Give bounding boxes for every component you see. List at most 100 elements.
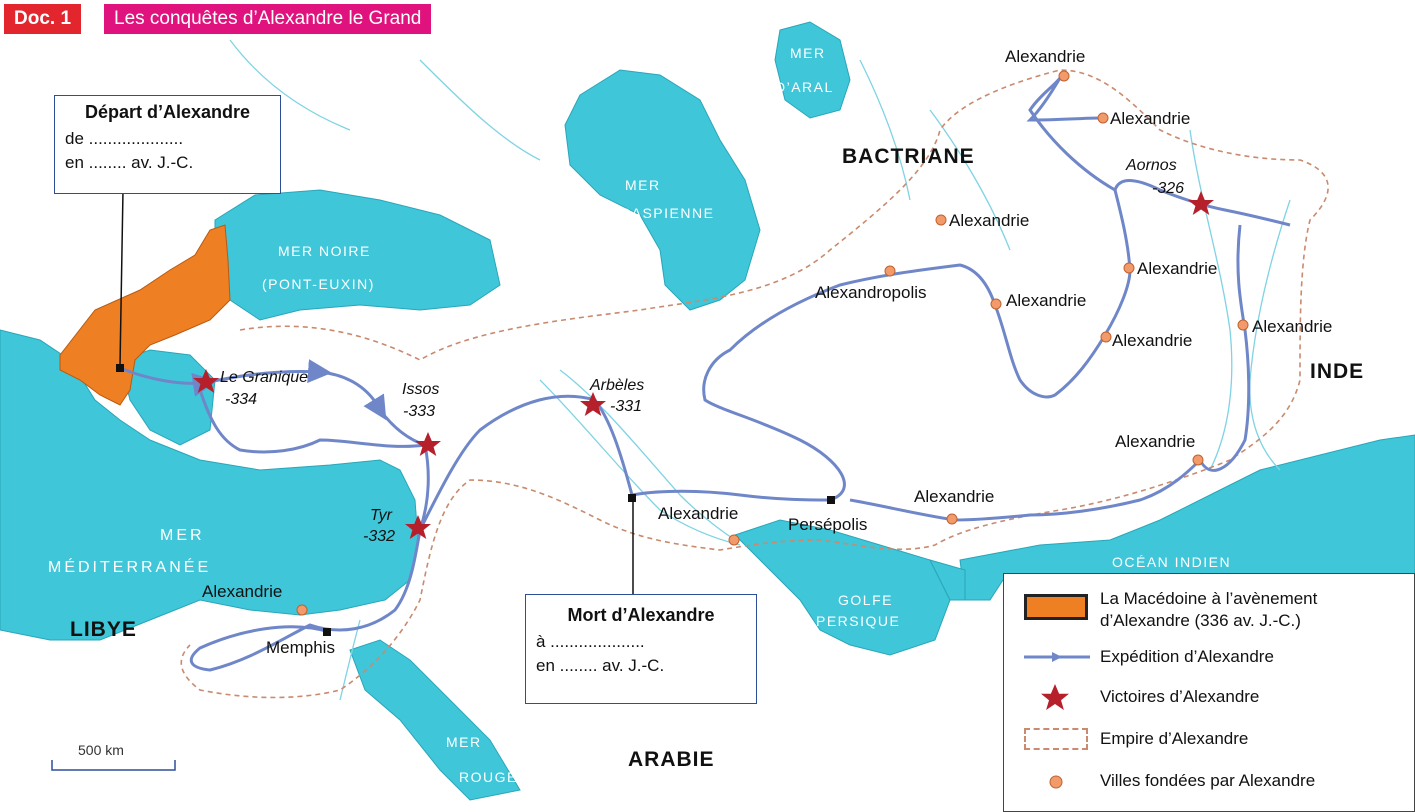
city-marker: [1237, 319, 1249, 331]
city-label-persepolis: Persépolis: [788, 515, 867, 534]
legend-victories: Victoires d’Alexandre: [1100, 687, 1260, 706]
red-sea-label-1: MER: [446, 734, 482, 750]
departure-year-field[interactable]: en ........ av. J.-C.: [65, 153, 194, 172]
departure-box: Départ d’Alexandre de ..................…: [54, 95, 281, 194]
victory-star: [193, 369, 219, 393]
aegean-sea: [119, 349, 216, 446]
persepolis-marker: [827, 496, 835, 504]
city-label: Alexandrie: [658, 504, 738, 523]
expedition-route: [119, 77, 1291, 672]
death-box: Mort d’Alexandre à .................... …: [525, 594, 757, 704]
city-markers: [296, 70, 1249, 616]
black-sea-label-2: (PONT-EUXIN): [262, 276, 375, 292]
red-sea: [349, 639, 521, 801]
battle-year-issos: -333: [403, 403, 435, 420]
macedonia-swatch: [1024, 594, 1088, 620]
battle-label-aornos: Aornos: [1125, 157, 1177, 174]
med-label-2: MÉDITERRANÉE: [48, 557, 211, 576]
battle-year-granique: -334: [225, 391, 257, 408]
victory-star: [415, 432, 441, 456]
memphis-marker: [323, 628, 331, 636]
battle-year-tyr: -332: [363, 528, 395, 545]
death-year-field[interactable]: en ........ av. J.-C.: [536, 656, 665, 675]
scale-label: 500 km: [78, 742, 124, 758]
city-marker: [935, 214, 947, 226]
city-label: Alexandrie: [1115, 432, 1195, 451]
doc-title: Les conquêtes d’Alexandre le Grand: [104, 4, 432, 34]
battle-year-aornos: -326: [1152, 180, 1184, 197]
city-label: Alexandrie: [1252, 317, 1332, 336]
city-label-alexandropolis: Alexandropolis: [815, 283, 927, 302]
macedonia-area: [59, 224, 231, 406]
region-libye: LIBYE: [70, 618, 137, 641]
ocean-label: OCÉAN INDIEN: [1112, 554, 1231, 570]
city-marker: [296, 604, 308, 616]
gulf-label-1: GOLFE: [838, 592, 893, 608]
rivers: [229, 39, 1291, 701]
place-squares: [116, 364, 835, 636]
battle-label-arbeles: Arbèles: [589, 377, 644, 394]
city-labels: Alexandrie Alexandrie Alexandrie Alexand…: [202, 47, 1332, 657]
region-bactriane: BACTRIANE: [842, 145, 975, 168]
battle-labels: Le Granique -334 Issos -333 Tyr -332 Arb…: [220, 157, 1184, 545]
route-swatch: [1024, 652, 1090, 662]
legend-expedition: Expédition d’Alexandre: [1100, 647, 1274, 666]
victory-star-icon: [1041, 684, 1069, 710]
city-label-memphis: Memphis: [266, 638, 335, 657]
black-sea-label-1: MER NOIRE: [278, 243, 371, 259]
doc-badge: Doc. 1: [4, 4, 82, 34]
departure-marker: [116, 364, 124, 372]
city-marker: [1100, 331, 1112, 343]
city-label: Alexandrie: [1112, 331, 1192, 350]
city-label: Alexandrie: [914, 487, 994, 506]
legend-macedonia-2: d’Alexandre (336 av. J.-C.): [1100, 611, 1301, 630]
aral-label-1: MER: [790, 45, 826, 61]
death-marker: [628, 494, 636, 502]
victory-star: [1188, 191, 1214, 215]
legend-cities: Villes fondées par Alexandre: [1100, 771, 1316, 790]
city-marker: [728, 534, 740, 546]
battle-label-granique: Le Granique: [220, 369, 308, 386]
legend: La Macédoine à l’avènement d’Alexandre (…: [1003, 573, 1415, 812]
victory-star: [405, 515, 431, 539]
black-sea: [214, 189, 501, 321]
city-marker: [990, 298, 1002, 310]
persian-gulf: [734, 519, 951, 656]
sea-labels: MER D’ARAL MER CASPIENNE MER NOIRE (PONT…: [48, 45, 1231, 785]
departure-title: Départ d’Alexandre: [84, 102, 251, 122]
city-marker: [1058, 70, 1070, 82]
battle-label-issos: Issos: [402, 381, 439, 398]
victory-stars: [193, 191, 1214, 539]
sea-areas: [0, 21, 1415, 801]
legend-macedonia-1: La Macédoine à l’avènement: [1100, 589, 1318, 608]
indian-ocean: [959, 434, 1415, 601]
legend-empire: Empire d’Alexandre: [1100, 729, 1249, 748]
city-label: Alexandrie: [202, 582, 282, 601]
city-marker: [884, 265, 896, 277]
city-icon: [1049, 775, 1063, 789]
city-label: Alexandrie: [949, 211, 1029, 230]
region-arabie: ARABIE: [628, 748, 715, 771]
death-place-field[interactable]: à ....................: [536, 632, 645, 651]
scale-bar: 500 km: [51, 742, 176, 771]
city-label: Alexandrie: [1005, 47, 1085, 66]
battle-year-arbeles: -331: [610, 398, 642, 415]
aral-sea: [774, 21, 851, 119]
caspian-label-2: CASPIENNE: [620, 205, 714, 221]
departure-place-field[interactable]: de ....................: [65, 129, 184, 148]
death-title: Mort d’Alexandre: [567, 605, 715, 625]
region-labels: BACTRIANE INDE LIBYE ARABIE: [70, 145, 1364, 771]
aral-label-2: D’ARAL: [775, 79, 834, 95]
caspian-sea: [564, 69, 761, 311]
region-inde: INDE: [1310, 360, 1364, 383]
city-marker: [946, 513, 958, 525]
caspian-label-1: MER: [625, 177, 661, 193]
city-label: Alexandrie: [1110, 109, 1190, 128]
empire-swatch: [1024, 728, 1088, 750]
city-label: Alexandrie: [1137, 259, 1217, 278]
battle-label-tyr: Tyr: [370, 507, 393, 524]
city-label: Alexandrie: [1006, 291, 1086, 310]
city-marker: [1192, 454, 1204, 466]
